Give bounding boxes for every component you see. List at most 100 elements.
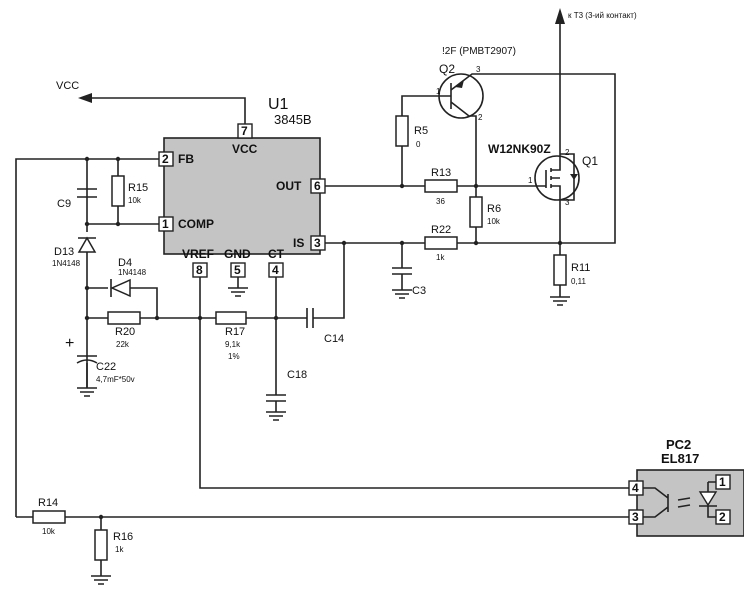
r5-value: 0 xyxy=(416,140,421,149)
arrow-up-icon xyxy=(555,8,565,24)
pin-ct-name: CT xyxy=(268,247,285,261)
ic-ref: U1 xyxy=(268,96,289,113)
r14-ref: R14 xyxy=(38,497,58,509)
c18-ref: C18 xyxy=(287,369,307,381)
startup-network: D13 1N4148 D4 1N4148 R20 22k + C22 4,7mF… xyxy=(52,236,307,397)
q1-pin2: 2 xyxy=(565,148,570,157)
r13-value: 36 xyxy=(436,197,445,206)
r17-tolerance: 1% xyxy=(228,352,240,361)
resistor-r17 xyxy=(215,311,247,325)
ground-icon xyxy=(228,277,248,297)
ground-icon xyxy=(91,575,111,585)
pin-fb-name: FB xyxy=(178,152,194,166)
pin-out-num: 6 xyxy=(314,179,321,193)
pin-gnd-name: GND xyxy=(224,247,251,261)
diode-d4 xyxy=(110,278,131,298)
optocoupler-pc2: PC2 EL817 4 3 1 2 xyxy=(628,437,744,537)
vcc-label: VCC xyxy=(56,80,79,92)
light-arrow-icon xyxy=(677,497,691,508)
ground-icon xyxy=(266,401,286,421)
pin-vref-name: VREF xyxy=(182,247,214,261)
ic-part: 3845B xyxy=(274,112,312,127)
pc2-pin2: 2 xyxy=(719,510,726,524)
ground-icon xyxy=(392,274,412,299)
pin-is-num: 3 xyxy=(314,236,321,250)
pin-vref-num: 8 xyxy=(196,263,203,277)
resistor-r13 xyxy=(424,179,458,193)
pin-is-name: IS xyxy=(293,236,304,250)
r22-value: 1k xyxy=(436,253,445,262)
pc2-part: EL817 xyxy=(661,451,699,466)
timing-network: R17 9,1k 1% C18 C14 xyxy=(197,240,347,421)
r17-value: 9,1k xyxy=(225,340,241,349)
resistor-r15 xyxy=(111,175,125,207)
r22-ref: R22 xyxy=(431,224,451,236)
r16-ref: R16 xyxy=(113,531,133,543)
q2-ref: Q2 xyxy=(439,62,455,76)
pin-fb-num: 2 xyxy=(162,152,169,166)
c14-ref: C14 xyxy=(324,333,344,345)
q2-pin2: 2 xyxy=(478,113,483,122)
resistor-r11-group: R11 0,11 xyxy=(550,254,590,306)
c9-ref: C9 xyxy=(57,198,71,210)
d13-part: 1N4148 xyxy=(52,259,81,268)
r6-ref: R6 xyxy=(487,203,501,215)
q2-pin3: 3 xyxy=(476,65,481,74)
r15-ref: R15 xyxy=(128,182,148,194)
d13-ref: D13 xyxy=(54,246,74,258)
r20-value: 22k xyxy=(116,340,130,349)
q1-ref: Q1 xyxy=(582,154,598,168)
r16-value: 1k xyxy=(115,545,124,554)
pin-gnd-num: 5 xyxy=(234,263,241,277)
resistor-r11 xyxy=(553,254,567,286)
pc2-pin3: 3 xyxy=(632,510,639,524)
transistor-q2: !2F (PMBT2907) Q2 1 2 3 R5 0 xyxy=(395,46,616,244)
c22-value: 4,7mF*50v xyxy=(96,375,135,384)
pc2-pin1: 1 xyxy=(719,475,726,489)
r6-value: 10k xyxy=(487,217,501,226)
r11-ref: R11 xyxy=(571,262,590,274)
ground-icon xyxy=(550,285,570,306)
pin-vcc-name: VCC xyxy=(232,142,258,156)
d4-ref: D4 xyxy=(118,257,132,269)
r5-ref: R5 xyxy=(414,125,428,137)
transistor-q1: W12NK90Z Q1 1 2 3 к Т3 (3-ий контакт) xyxy=(488,8,637,255)
r14-value: 10k xyxy=(42,527,56,536)
r11-value: 0,11 xyxy=(571,277,587,286)
q1-part: W12NK90Z xyxy=(488,142,551,156)
r17-ref: R17 xyxy=(225,326,245,338)
resistor-r5 xyxy=(395,115,409,147)
pin-comp-num: 1 xyxy=(162,217,169,231)
r15-value: 10k xyxy=(128,196,142,205)
c22-polarity: + xyxy=(65,335,74,352)
pin-comp-name: COMP xyxy=(178,217,214,231)
ground-icon xyxy=(77,363,97,397)
q2-part: !2F (PMBT2907) xyxy=(442,46,516,57)
drive-network: R13 36 R22 1k C3 R6 10k xyxy=(325,167,560,299)
q2-pin1: 1 xyxy=(436,87,441,96)
c22-ref: C22 xyxy=(96,361,116,373)
diode-d13 xyxy=(77,236,97,253)
d4-part: 1N4148 xyxy=(118,268,147,277)
fb-network: R15 10k C9 xyxy=(15,156,159,517)
pin-ct-num: 4 xyxy=(272,263,279,277)
resistor-r14 xyxy=(32,510,66,524)
vref-net xyxy=(199,277,632,489)
resistor-r22 xyxy=(424,236,458,250)
pc2-pin4: 4 xyxy=(632,481,639,495)
r13-ref: R13 xyxy=(431,167,451,179)
resistor-r16 xyxy=(94,529,108,561)
pc2-ref: PC2 xyxy=(666,437,691,452)
arrow-left-icon xyxy=(78,93,92,103)
pin-vcc-num: 7 xyxy=(241,124,248,138)
t3-label: к Т3 (3-ий контакт) xyxy=(568,11,637,20)
ic-u1: U1 3845B 7 VCC 2 FB 1 COMP 6 OUT 3 IS 8 … xyxy=(158,96,326,278)
feedback-divider: R14 10k R16 1k xyxy=(16,497,632,585)
resistor-r20 xyxy=(107,311,141,325)
emitter-arrow-icon xyxy=(455,80,464,88)
q1-pin3: 3 xyxy=(565,198,570,207)
c3-ref: C3 xyxy=(412,285,426,297)
q1-pin1: 1 xyxy=(528,176,533,185)
pin-out-name: OUT xyxy=(276,179,302,193)
